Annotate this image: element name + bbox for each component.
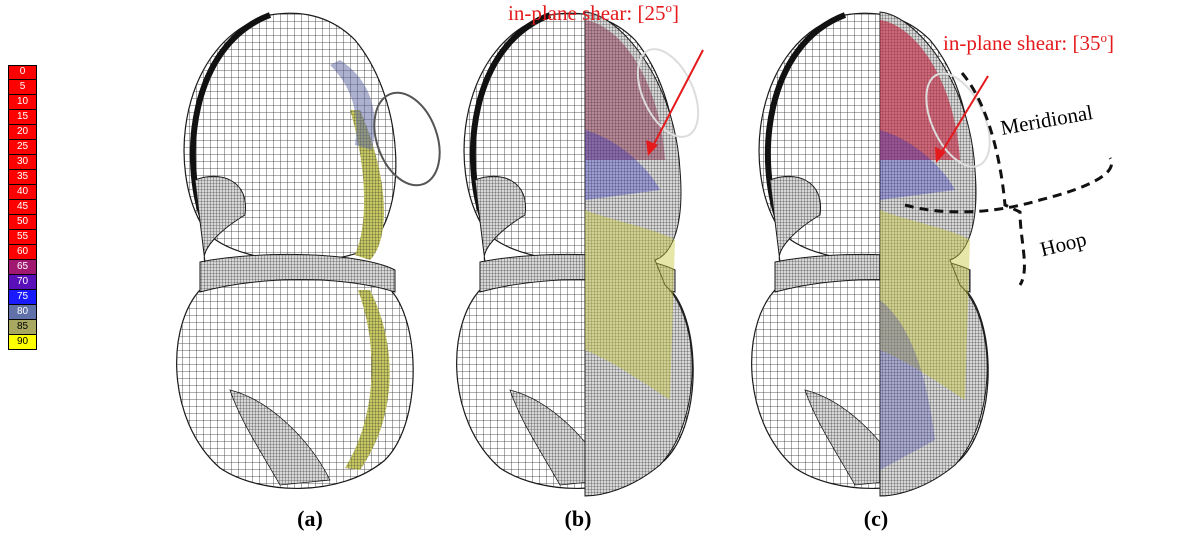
arrow-line-c [939, 75, 989, 156]
legend-entry: 45 [8, 200, 37, 215]
caption-c: (c) [863, 506, 889, 531]
shear-label-c: in-plane shear: [35o] [943, 30, 1114, 55]
legend-entry: 30 [8, 155, 37, 170]
legend-entry: 55 [8, 230, 37, 245]
meridional-boundary [960, 72, 1026, 286]
inner-fold [769, 175, 821, 263]
inner-fold [474, 175, 526, 263]
arrowhead-b [646, 140, 658, 156]
legend-entry: 40 [8, 185, 37, 200]
legend-entry: 85 [8, 320, 37, 335]
blue-shear-zone [585, 130, 660, 200]
bottom-skirt [229, 389, 331, 486]
vessel-models [176, 11, 989, 497]
legend-entry: 20 [8, 125, 37, 140]
inner-fold [194, 175, 246, 263]
blue-wind-band [330, 60, 375, 150]
vessel-b [456, 11, 694, 497]
legend-entry: 60 [8, 245, 37, 260]
legend-entry: 5 [8, 80, 37, 95]
blue-lower-zone [880, 300, 935, 470]
caption-b: (b) [564, 506, 592, 531]
red-shear-zone [585, 20, 665, 160]
yellow-shear-zone [880, 210, 970, 400]
hoop-boundary [904, 157, 1114, 214]
legend-entry: 50 [8, 215, 37, 230]
caption-a: (a) [297, 506, 323, 531]
vessel-c [751, 11, 989, 497]
highlight-ellipse-b [636, 48, 700, 138]
legend-entry: 25 [8, 140, 37, 155]
legend-entry: 10 [8, 95, 37, 110]
yellow-wind-band-lower [345, 290, 390, 470]
blue-shear-zone [880, 130, 955, 200]
red-shear-zone [880, 20, 960, 160]
legend-entry: 15 [8, 110, 37, 125]
legend-entry: 65 [8, 260, 37, 275]
wound-half [584, 11, 693, 497]
annotation-overlays [373, 48, 1114, 286]
vessel-a [176, 12, 414, 489]
arrow-line-b [651, 49, 704, 149]
yellow-wind-band [350, 110, 384, 260]
legend-entry: 70 [8, 275, 37, 290]
legend-entry: 35 [8, 170, 37, 185]
highlight-ellipse-c [925, 72, 991, 168]
waist-band [199, 253, 396, 293]
legend-entry: 75 [8, 290, 37, 305]
yellow-shear-zone [585, 210, 675, 400]
legend-entry: 80 [8, 305, 37, 320]
arrowhead-c [935, 147, 946, 163]
shear-label-b: in-plane shear: [25o] [508, 0, 679, 25]
highlight-ellipse-a [373, 91, 441, 187]
legend-entry: 0 [8, 65, 37, 80]
